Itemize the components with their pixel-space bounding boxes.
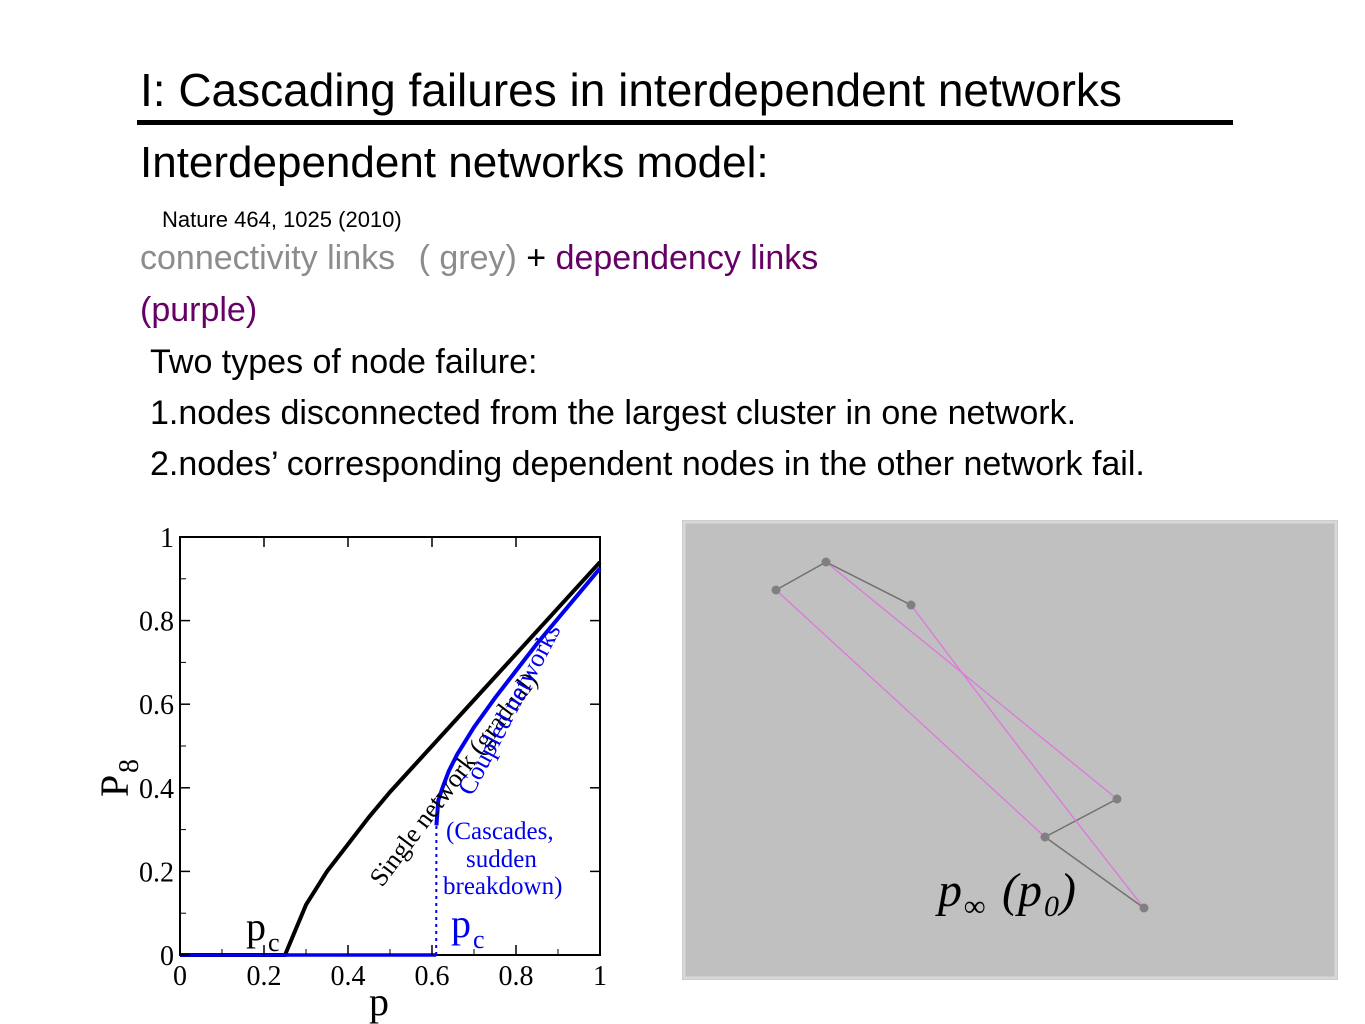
pc-coupled-label: p (451, 901, 471, 946)
failure-item-1: 1.nodes disconnected from the largest cl… (150, 394, 1077, 432)
formula-p: p (935, 864, 962, 917)
plus-sign: + (526, 239, 547, 277)
pc-single-subscript: c (268, 928, 280, 957)
purple-label: (purple) (140, 291, 258, 329)
cascades-annotation-line-2: sudden (466, 846, 537, 873)
failure-item-2: 2.nodes’ corresponding dependent nodes i… (150, 445, 1145, 483)
x-tick-label: 1 (593, 961, 607, 992)
chart-ticks-group: 0 0.2 0.4 0.6 0.8 1 0 0.2 0.4 0.6 0.8 1 (139, 523, 607, 992)
x-tick-label: 0.6 (415, 961, 450, 992)
diagram-background (682, 520, 1338, 980)
network-node (821, 557, 831, 567)
formula-zero-subscript: 0 (1044, 890, 1059, 923)
slide-subtitle: Interdependent networks model: (140, 138, 769, 187)
connectivity-link (825, 561, 912, 606)
grey-label: ( grey) (418, 239, 517, 277)
failure-heading: Two types of node failure: (150, 343, 538, 381)
network-node (906, 600, 916, 610)
links-description: connectivity links ( grey) + dependency … (140, 236, 818, 280)
network-node (771, 585, 781, 595)
title-underline (137, 120, 1233, 125)
pc-coupled-subscript: c (473, 925, 485, 954)
x-tick-label: 0 (173, 961, 187, 992)
formula-close-paren: ) (1057, 864, 1076, 917)
formula-infinity-subscript: ∞ (964, 890, 985, 923)
y-axis-label-subscript: 8 (114, 759, 145, 773)
dependency-link (825, 561, 1118, 800)
cascades-annotation-line-3: breakdown) (443, 873, 562, 900)
single-network-curve (180, 560, 602, 957)
x-tick-label: 0.2 (247, 961, 282, 992)
x-tick-label: 0.4 (331, 961, 366, 992)
y-tick-label: 0.4 (139, 774, 174, 805)
y-tick-label: 1 (160, 523, 174, 554)
network-node (1139, 903, 1149, 913)
connectivity-links-label: connectivity links (140, 239, 396, 277)
diagram-border (682, 520, 1338, 980)
y-axis-label: P 8 (92, 759, 145, 797)
coupled-networks-annotation: Coupled networks (452, 619, 567, 800)
y-axis-label-base: P (92, 775, 137, 797)
interdependent-network-diagram: p ∞ (p 0 ) (682, 520, 1338, 980)
y-tick-label: 0.6 (139, 690, 174, 721)
pc-single-label: p (246, 904, 266, 949)
y-tick-label: 0.2 (139, 857, 174, 888)
dependency-link (910, 604, 1145, 909)
x-axis-label: p (369, 979, 389, 1024)
y-tick-label: 0.8 (139, 607, 174, 638)
dependency-link (775, 589, 1046, 838)
connectivity-link (1044, 798, 1118, 838)
formula-argument: (p (1002, 864, 1042, 917)
reference-citation: Nature 464, 1025 (2010) (162, 207, 402, 232)
y-tick-label: 0 (160, 941, 174, 972)
slide-title: I: Cascading failures in interdependent … (140, 64, 1122, 116)
connectivity-link (1044, 836, 1145, 909)
coupled-networks-curve (434, 567, 602, 826)
network-node (1040, 832, 1050, 842)
network-node (1112, 794, 1122, 804)
connectivity-link (775, 561, 827, 591)
dependency-links-label: dependency links (555, 239, 819, 277)
x-tick-label: 0.8 (499, 961, 534, 992)
chart-series-group (180, 560, 602, 957)
cascades-annotation-line-1: (Cascades, (446, 818, 554, 845)
